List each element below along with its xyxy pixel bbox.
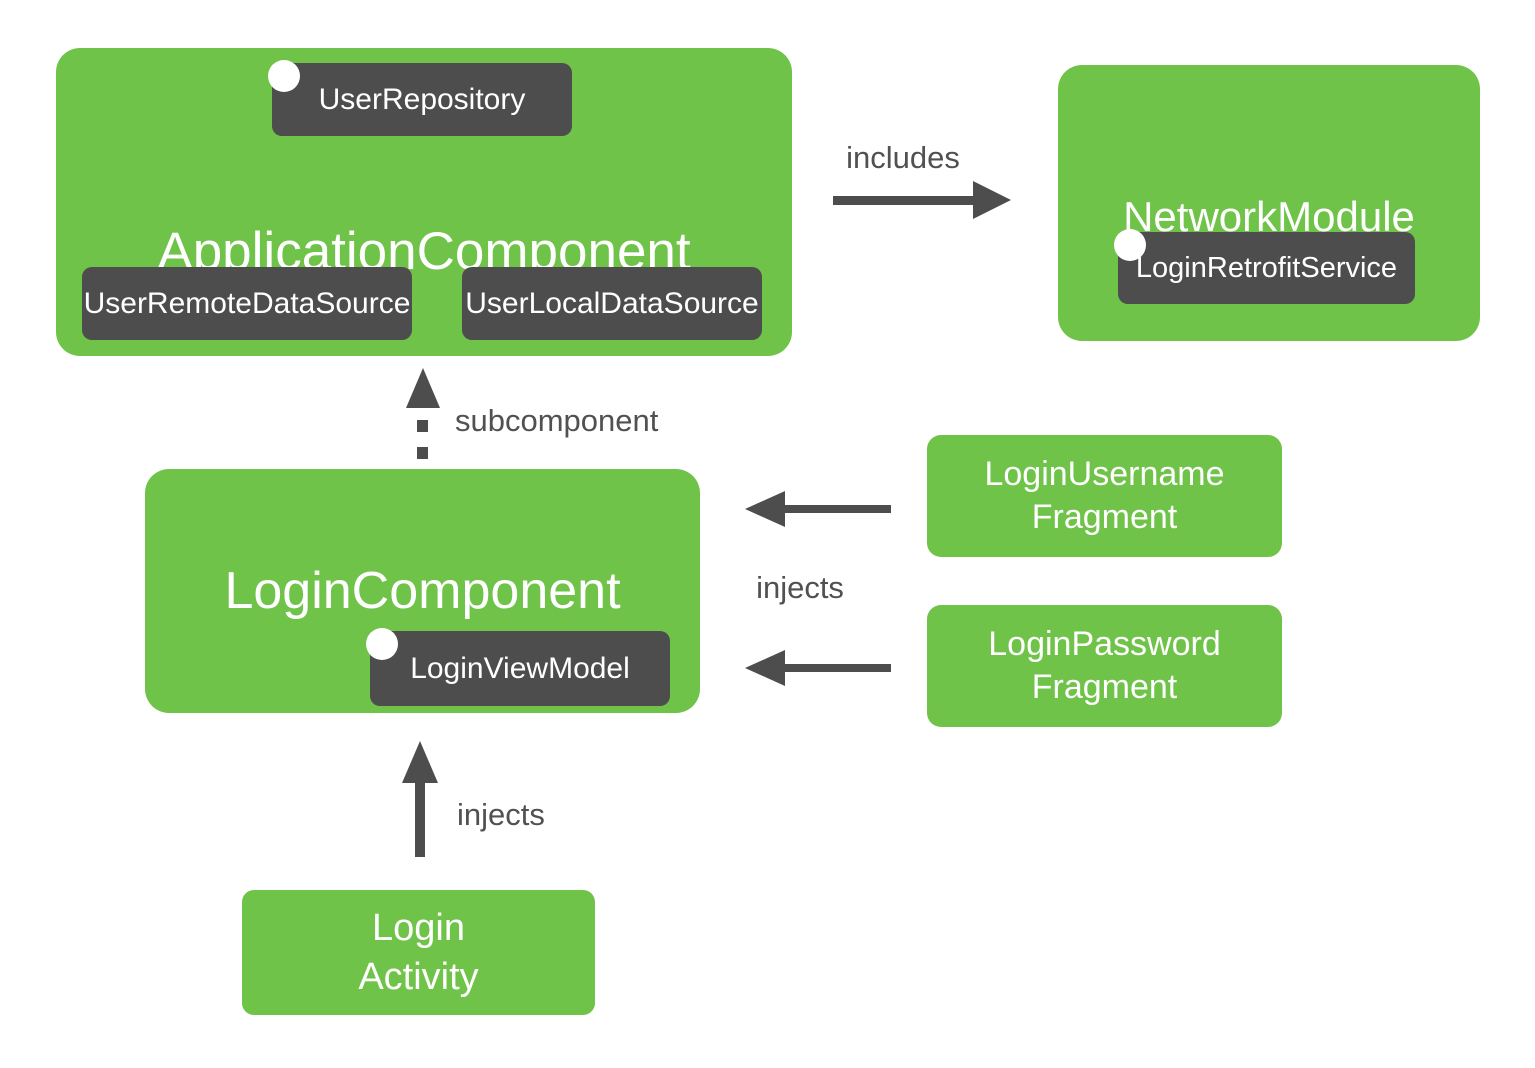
includes-arrow-shaft (833, 196, 975, 205)
badge-user-repository-label: UserRepository (318, 82, 526, 116)
badge-login-retrofit-service: LoginRetrofitService (1114, 229, 1415, 304)
injects-fragments-label: injects (756, 570, 844, 605)
node-network-module: NetworkModule LoginRetrofitService (1058, 65, 1480, 341)
injects-password-arrow-head-icon (745, 650, 785, 686)
login-password-fragment-line2: Fragment (1031, 668, 1178, 706)
login-username-fragment-line1: LoginUsername (984, 455, 1225, 493)
subcomponent-label: subcomponent (455, 403, 659, 438)
injects-activity-arrow-head-icon (402, 741, 438, 783)
badge-login-view-model-label: LoginViewModel (410, 651, 630, 685)
badge-user-remote-data-source: UserRemoteDataSource (82, 267, 412, 340)
subcomponent-arrow-dash (417, 420, 428, 432)
badge-user-local-data-source: UserLocalDataSource (462, 267, 762, 340)
subcomponent-arrow-dash (417, 447, 428, 459)
dot-icon (366, 628, 398, 660)
injects-activity-arrow-shaft (415, 782, 425, 857)
node-application-component: ApplicationComponent UserRepository User… (56, 48, 792, 356)
badge-login-view-model: LoginViewModel (366, 628, 670, 706)
node-login-password-fragment: LoginPassword Fragment (927, 605, 1282, 727)
dot-icon (268, 60, 300, 92)
includes-arrow-head-icon (973, 181, 1011, 219)
node-login-component: LoginComponent LoginViewModel (145, 469, 700, 713)
subcomponent-arrow-head-icon (406, 368, 440, 408)
node-login-activity: Login Activity (242, 890, 595, 1015)
dot-icon (1114, 229, 1146, 261)
login-activity-line1: Login (372, 906, 465, 949)
login-component-title: LoginComponent (224, 562, 621, 620)
login-password-fragment-line1: LoginPassword (988, 625, 1221, 663)
injects-username-arrow-shaft (785, 505, 891, 513)
login-activity-line2: Activity (358, 955, 479, 998)
node-login-username-fragment: LoginUsername Fragment (927, 435, 1282, 557)
includes-label: includes (846, 140, 960, 175)
badge-user-repository: UserRepository (268, 60, 572, 136)
login-username-fragment-line2: Fragment (1031, 498, 1178, 536)
injects-password-arrow-shaft (785, 664, 891, 672)
injects-activity-label: injects (457, 797, 545, 832)
badge-login-retrofit-service-label: LoginRetrofitService (1135, 251, 1398, 284)
badge-user-remote-data-source-label: UserRemoteDataSource (83, 286, 411, 320)
injects-username-arrow-head-icon (745, 491, 785, 527)
badge-user-local-data-source-label: UserLocalDataSource (465, 286, 759, 320)
